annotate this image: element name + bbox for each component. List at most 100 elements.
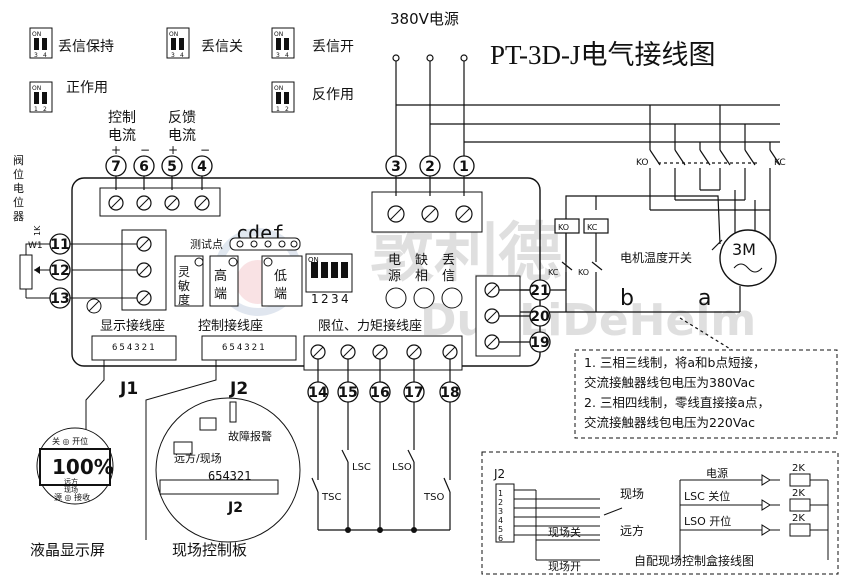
lcd-caption: 液晶显示屏 (30, 541, 105, 559)
svg-text:7: 7 (111, 159, 121, 175)
screw-11 (136, 236, 152, 252)
svg-text:ON: ON (169, 31, 178, 38)
dip-label-direct: 正作用 (66, 80, 108, 96)
switch-lso: LSO (392, 462, 412, 473)
remote-local-label: 远方/现场 (174, 451, 222, 465)
svg-text:端: 端 (274, 287, 287, 302)
fieldbox-lsc: LSC 关位 (684, 489, 730, 503)
relay-kc-label: KC (587, 223, 598, 232)
svg-text:源 ◎ 接收: 源 ◎ 接收 (54, 492, 90, 502)
control-label-2: 电流 (108, 128, 136, 144)
lcd-value: 100% (52, 455, 114, 479)
point-b: b (620, 286, 634, 311)
svg-text:位: 位 (13, 167, 24, 181)
terminal-21: 21 (529, 279, 551, 301)
svg-text:2K: 2K (792, 463, 805, 474)
terminal-15: 15 (337, 381, 359, 403)
terminal-1: 1 (453, 155, 475, 177)
ko-label: KO (636, 158, 649, 168)
svg-text:1: 1 (311, 292, 319, 306)
control-socket (201, 335, 297, 361)
svg-text:1: 1 (276, 106, 280, 113)
terminal-7: 7 (105, 155, 127, 177)
indicator-phase-led (413, 287, 435, 309)
display-socket (91, 335, 177, 361)
power-lines (392, 54, 781, 245)
test-point-label: 测试点 (190, 238, 223, 251)
svg-text:2K: 2K (792, 513, 805, 524)
svg-text:ON: ON (308, 256, 319, 264)
svg-text:12: 12 (50, 263, 69, 279)
switch-tso: TSO (423, 492, 444, 503)
svg-text:2: 2 (285, 106, 289, 113)
ind-power-1: 电 (388, 253, 401, 268)
relay-kc-contact: KC (548, 268, 559, 277)
fieldbox-wiring (514, 479, 829, 561)
switch-tsc: TSC (321, 492, 341, 503)
svg-text:1: 1 (34, 106, 38, 113)
ind-loss-1: 丢 (442, 253, 455, 268)
thermal-switch-label: 电机温度开关 (620, 250, 692, 265)
svg-text:电: 电 (13, 182, 24, 195)
valve-potentiometer (19, 243, 142, 299)
screw-16 (372, 344, 388, 360)
field-board-caption: 现场控制板 (172, 541, 247, 559)
terminal-6: 6 (133, 155, 155, 177)
test-point-d (250, 240, 258, 248)
pot-sensitivity-2: 敏 (178, 278, 190, 293)
svg-text:3: 3 (331, 292, 339, 306)
board-dip-switch[interactable]: ON 1 2 3 4 (305, 253, 353, 306)
display-socket-label: 显示接线座 (100, 318, 165, 334)
screw-19 (484, 334, 500, 350)
test-point-c (236, 240, 244, 248)
svg-text:2: 2 (321, 292, 329, 306)
svg-text:现场: 现场 (64, 485, 78, 494)
pot-low-label: 低 (274, 269, 287, 284)
fieldbox-power: 电源 (706, 466, 728, 480)
svg-text:21: 21 (530, 283, 549, 299)
svg-text:远方: 远方 (64, 477, 78, 486)
pot-high-label: 高 (214, 268, 227, 284)
relay-ko-contact: KO (578, 268, 589, 277)
svg-text:位: 位 (13, 195, 24, 209)
limit-switch-wiring (311, 402, 451, 531)
feedback-label-2: 电流 (168, 128, 196, 144)
indicator-loss-led (441, 287, 463, 309)
svg-text:+: + (111, 143, 121, 157)
svg-text:关 ◎ 开位: 关 ◎ 开位 (52, 436, 88, 446)
screw-13 (136, 290, 152, 306)
motor-ac-icon (733, 263, 763, 273)
svg-text:14: 14 (308, 385, 328, 401)
svg-text:3: 3 (171, 52, 175, 59)
ind-phase-2: 相 (415, 269, 428, 284)
svg-text:4: 4 (180, 52, 184, 59)
power-label: 380V电源 (390, 10, 459, 28)
field-box (481, 451, 839, 575)
terminal-13: 13 (49, 287, 71, 309)
screw-1 (455, 205, 473, 223)
screw-14 (310, 344, 326, 360)
svg-text:4: 4 (341, 292, 349, 306)
w1-label: W1 (28, 241, 43, 251)
relay-ko-label: KO (558, 223, 569, 232)
svg-text:2: 2 (425, 159, 435, 175)
fieldbox-caption: 自配现场控制盒接线图 (634, 553, 754, 568)
motor-circle (719, 229, 777, 287)
notes-box (574, 349, 838, 439)
pot-sensitivity-3: 度 (178, 292, 190, 307)
screw-7 (108, 195, 124, 211)
svg-text:器: 器 (13, 210, 24, 223)
thermal-wiring (519, 195, 741, 356)
ind-phase-1: 缺 (415, 253, 428, 268)
svg-text:18: 18 (440, 385, 459, 401)
svg-text:2K: 2K (792, 488, 805, 499)
svg-text:1: 1 (459, 159, 469, 175)
terminal-16: 16 (369, 381, 391, 403)
screw-6 (136, 195, 152, 211)
